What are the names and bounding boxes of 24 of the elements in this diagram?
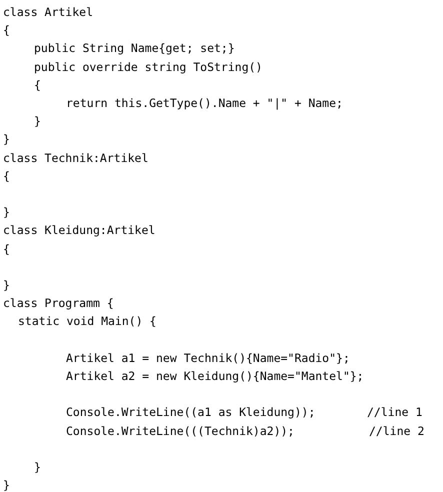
code-line: } — [3, 277, 10, 293]
code-line: } — [3, 131, 10, 148]
code-line: Console.WriteLine(((Technik)a2)); — [66, 422, 294, 439]
code-line: class Artikel — [3, 4, 94, 20]
code-comment: //line 1 — [367, 404, 422, 420]
code-line: public override string ToString() — [34, 58, 262, 75]
code-comment: //line 2 — [369, 422, 424, 439]
code-line: Console.WriteLine((a1 as Kleidung)); — [66, 404, 316, 420]
code-line: { — [3, 22, 10, 38]
code-line: public String Name{get; set;} — [34, 40, 235, 56]
code-line: return this.GetType().Name + "|" + Name; — [66, 95, 343, 111]
code-line: { — [3, 168, 10, 184]
code-line: class Programm { — [3, 295, 114, 312]
code-line: static void Main() { — [18, 313, 156, 330]
code-line: { — [3, 240, 10, 257]
code-line: { — [34, 76, 41, 93]
code-line: Artikel a2 = new Kleidung(){Name="Mantel"}; — [66, 368, 364, 384]
code-line: } — [34, 459, 41, 475]
code-line: class Technik:Artikel — [3, 150, 148, 166]
code-line: class Kleidung:Artikel — [3, 222, 156, 238]
code-line: Artikel a1 = new Technik(){Name="Radio"}; — [66, 350, 350, 366]
code-line: } — [3, 477, 10, 492]
code-line: } — [3, 204, 10, 220]
code-line: } — [34, 113, 41, 130]
